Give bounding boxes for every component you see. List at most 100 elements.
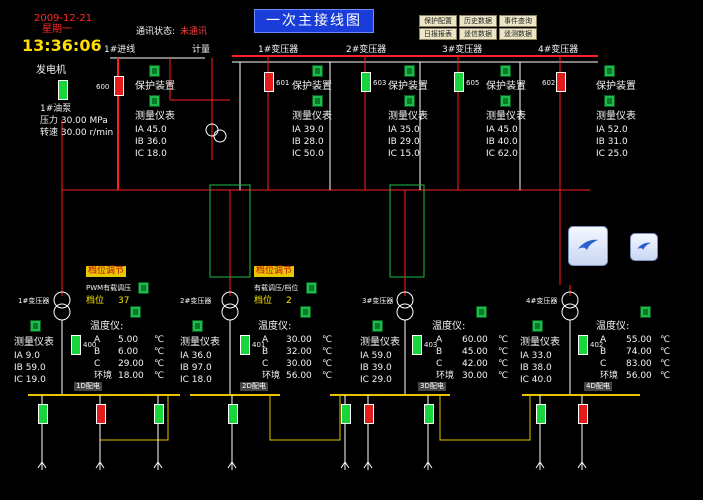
- meter-1-ic: IC 18.0: [135, 149, 167, 159]
- out-breaker-7[interactable]: [424, 404, 434, 424]
- menu-button-measurements[interactable]: 遥测数据: [499, 28, 537, 40]
- lv-meter-status-icon-1[interactable]: [30, 320, 41, 332]
- temp-3-c-unit: ℃: [498, 359, 509, 369]
- tap-status-icon-1[interactable]: [138, 282, 149, 294]
- meter-label-1: 测量仪表: [135, 111, 175, 122]
- generator-breaker[interactable]: [58, 80, 68, 100]
- meter-4-ib: IB 40.0: [486, 137, 518, 147]
- date-display: 2009-12-21: [34, 13, 93, 24]
- weekday-display: 星期一: [42, 24, 72, 35]
- protect-status-icon-5[interactable]: [604, 65, 615, 77]
- menu-button-signals[interactable]: 遥信数据: [459, 28, 497, 40]
- temp-2-b-key: B: [262, 347, 269, 357]
- generator-sub-label: 1#油泵: [40, 104, 72, 114]
- transformer-name-3: 3#变压器: [362, 297, 394, 305]
- protect-label-1: 保护装置: [135, 81, 175, 92]
- meter-status-icon-4[interactable]: [500, 95, 511, 107]
- temp-2-c-key: C: [262, 359, 269, 369]
- lv-meter-3-ic: IC 29.0: [360, 375, 392, 385]
- temp-3-b-val: 45.00: [462, 347, 488, 357]
- generator-row-2: 转速 30.00 r/min: [40, 128, 114, 138]
- popup-app-button-large[interactable]: [568, 226, 608, 266]
- tap-adjust-button-2[interactable]: 档位调节: [254, 266, 295, 277]
- breaker-602[interactable]: [556, 72, 566, 92]
- temp-2-a-key: A: [262, 335, 269, 345]
- out-breaker-9[interactable]: [578, 404, 588, 424]
- lv-breaker-401[interactable]: [240, 335, 250, 355]
- meter-label-2: 测量仪表: [292, 111, 332, 122]
- temp-1-env-key: 环境: [94, 371, 113, 381]
- temp-1-c-val: 29.00: [118, 359, 144, 369]
- temp-1-env-val: 18.00: [118, 371, 144, 381]
- meter-2-ic: IC 50.0: [292, 149, 324, 159]
- meter-2-ib: IB 28.0: [292, 137, 324, 147]
- temp-1-a-unit: ℃: [154, 335, 165, 345]
- lv-meter-status-icon-3[interactable]: [372, 320, 383, 332]
- breaker-600[interactable]: [114, 76, 124, 96]
- breaker-600-label: 600: [96, 83, 110, 91]
- clock-display: 13:36:06: [22, 36, 102, 55]
- lv-meter-label-4: 测量仪表: [520, 337, 560, 348]
- lv-meter-label-1: 测量仪表: [14, 337, 54, 348]
- temp-1-a-val: 5.00: [118, 335, 139, 345]
- breaker-605-label: 605: [466, 79, 480, 87]
- lv-meter-status-icon-4[interactable]: [532, 320, 543, 332]
- meter-status-icon-2[interactable]: [312, 95, 323, 107]
- out-breaker-6[interactable]: [364, 404, 374, 424]
- transformer-name-4: 4#变压器: [526, 297, 558, 305]
- tap-status-icon-2[interactable]: [306, 282, 317, 294]
- lv-meter-1-ib: IB 59.0: [14, 363, 46, 373]
- meter-status-icon-5[interactable]: [604, 95, 615, 107]
- lv-breaker-400[interactable]: [71, 335, 81, 355]
- meter-1-ia: IA 45.0: [135, 125, 167, 135]
- out-breaker-8[interactable]: [536, 404, 546, 424]
- generator-row-1: 压力 30.00 MPa: [40, 116, 108, 126]
- out-breaker-2[interactable]: [96, 404, 106, 424]
- temp-3-b-key: B: [436, 347, 443, 357]
- lv-breaker-402[interactable]: [578, 335, 588, 355]
- protect-status-icon-2[interactable]: [312, 65, 323, 77]
- meter-label-4: 测量仪表: [486, 111, 526, 122]
- temp-status-icon-1[interactable]: [130, 306, 141, 318]
- lv-meter-label-3: 测量仪表: [360, 337, 400, 348]
- meter-3-ia: IA 35.0: [388, 125, 420, 135]
- temp-2-c-unit: ℃: [322, 359, 333, 369]
- tap-sub-label-1: PWM有载调压: [86, 284, 132, 292]
- breaker-603[interactable]: [361, 72, 371, 92]
- menu-button-events[interactable]: 事件查询: [499, 15, 537, 27]
- lv-breaker-403[interactable]: [412, 335, 422, 355]
- meter-status-icon-3[interactable]: [404, 95, 415, 107]
- protect-status-icon-4[interactable]: [500, 65, 511, 77]
- comm-status-label: 通讯状态:: [136, 27, 176, 37]
- feeder-label-1: 1#进线: [104, 45, 136, 55]
- temp-2-env-unit: ℃: [322, 371, 333, 381]
- out-breaker-5[interactable]: [341, 404, 351, 424]
- temp-4-env-unit: ℃: [660, 371, 671, 381]
- breaker-605[interactable]: [454, 72, 464, 92]
- tap-unit-1: 档位: [86, 296, 105, 306]
- out-breaker-3[interactable]: [154, 404, 164, 424]
- tap-adjust-button-1[interactable]: 档位调节: [86, 266, 127, 277]
- out-breaker-4[interactable]: [228, 404, 238, 424]
- temp-status-icon-4[interactable]: [640, 306, 651, 318]
- lv-meter-3-ib: IB 39.0: [360, 363, 392, 373]
- temp-status-icon-2[interactable]: [300, 306, 311, 318]
- protect-status-icon-3[interactable]: [404, 65, 415, 77]
- page-title: 一次主接线图: [254, 9, 374, 33]
- menu-button-history[interactable]: 历史数据: [459, 15, 497, 27]
- temp-label-4: 温度仪:: [596, 321, 630, 332]
- feeder-label-4: 3#变压器: [442, 45, 483, 55]
- temp-status-icon-3[interactable]: [476, 306, 487, 318]
- temp-label-2: 温度仪:: [258, 321, 292, 332]
- protect-status-icon-1[interactable]: [149, 65, 160, 77]
- meter-status-icon-1[interactable]: [149, 95, 160, 107]
- out-breaker-1[interactable]: [38, 404, 48, 424]
- temp-4-a-val: 55.00: [626, 335, 652, 345]
- temp-4-c-key: C: [600, 359, 607, 369]
- breaker-601[interactable]: [264, 72, 274, 92]
- menu-button-protection[interactable]: 保护配置: [419, 15, 457, 27]
- popup-app-button-small[interactable]: [630, 233, 658, 261]
- temp-4-a-unit: ℃: [660, 335, 671, 345]
- menu-button-reports[interactable]: 日报报表: [419, 28, 457, 40]
- lv-meter-status-icon-2[interactable]: [192, 320, 203, 332]
